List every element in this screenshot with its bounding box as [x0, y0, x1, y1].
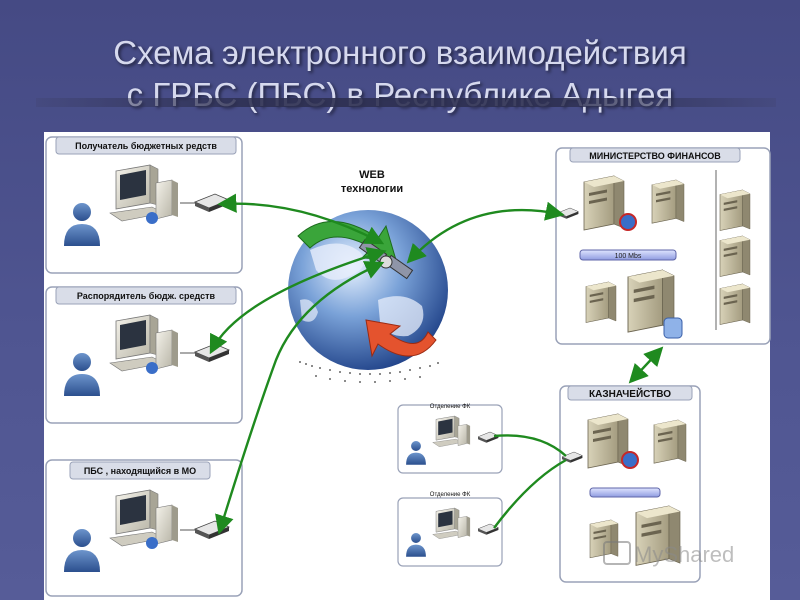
treasury-label: КАЗНАЧЕЙСТВО [589, 387, 671, 400]
watermark: MyShared [603, 541, 734, 567]
server-icon [719, 283, 751, 325]
panel-pbs: ПБС , находящийся в МО [45, 459, 243, 597]
slide-title: Схема электронного взаимодействия с ГРБС… [0, 32, 800, 116]
panel-recipient: Получатель бюджетных редств [45, 136, 243, 274]
network-bus [589, 487, 661, 498]
link-fk-branch-1 [493, 434, 567, 457]
arrow-recipient-web [217, 193, 385, 245]
arrow-ministry-web [406, 201, 565, 264]
panel-fk-branch-2: Отделение ФК [397, 492, 503, 567]
fk-branch-1-label: Отделение ФК [430, 404, 471, 410]
server-icon [653, 419, 687, 464]
panel-manager: Распорядитель бюдж. средств [45, 286, 243, 424]
network-bus [579, 249, 677, 261]
arrow-pbs-web [215, 261, 385, 535]
panel-treasury: КАЗНАЧЕЙСТВО [559, 385, 701, 583]
web-sublabel: технологии [341, 183, 403, 195]
panel-fk-branch-1: Отделение ФК [397, 404, 503, 474]
server-icon [651, 179, 685, 224]
title-line-1: Схема электронного взаимодействия [113, 34, 687, 71]
speed-label: 100 Mbs [615, 253, 642, 260]
panel-ministry: МИНИСТЕРСТВО ФИНАНСОВ 100 Mbs [555, 147, 771, 345]
link-fk-branch-2 [493, 458, 567, 529]
ministry-label: МИНИСТЕРСТВО ФИНАНСОВ [589, 151, 721, 161]
server-icon [719, 189, 751, 231]
manager-label: Распорядитель бюдж. средств [77, 291, 216, 301]
fk-branch-2-label: Отделение ФК [430, 492, 471, 498]
web-label: WEB [359, 169, 385, 181]
watermark-text: MyShared [634, 542, 734, 567]
title-underline [36, 98, 776, 107]
connection-arrows [209, 193, 664, 535]
server-icon [719, 235, 751, 277]
server-icon [583, 175, 625, 231]
recipient-label: Получатель бюджетных редств [75, 141, 217, 151]
pbs-label: ПБС , находящийся в МО [84, 466, 196, 476]
database-icon [663, 317, 683, 339]
arrow-ministry-treasury [628, 346, 664, 384]
server-icon [585, 281, 617, 323]
